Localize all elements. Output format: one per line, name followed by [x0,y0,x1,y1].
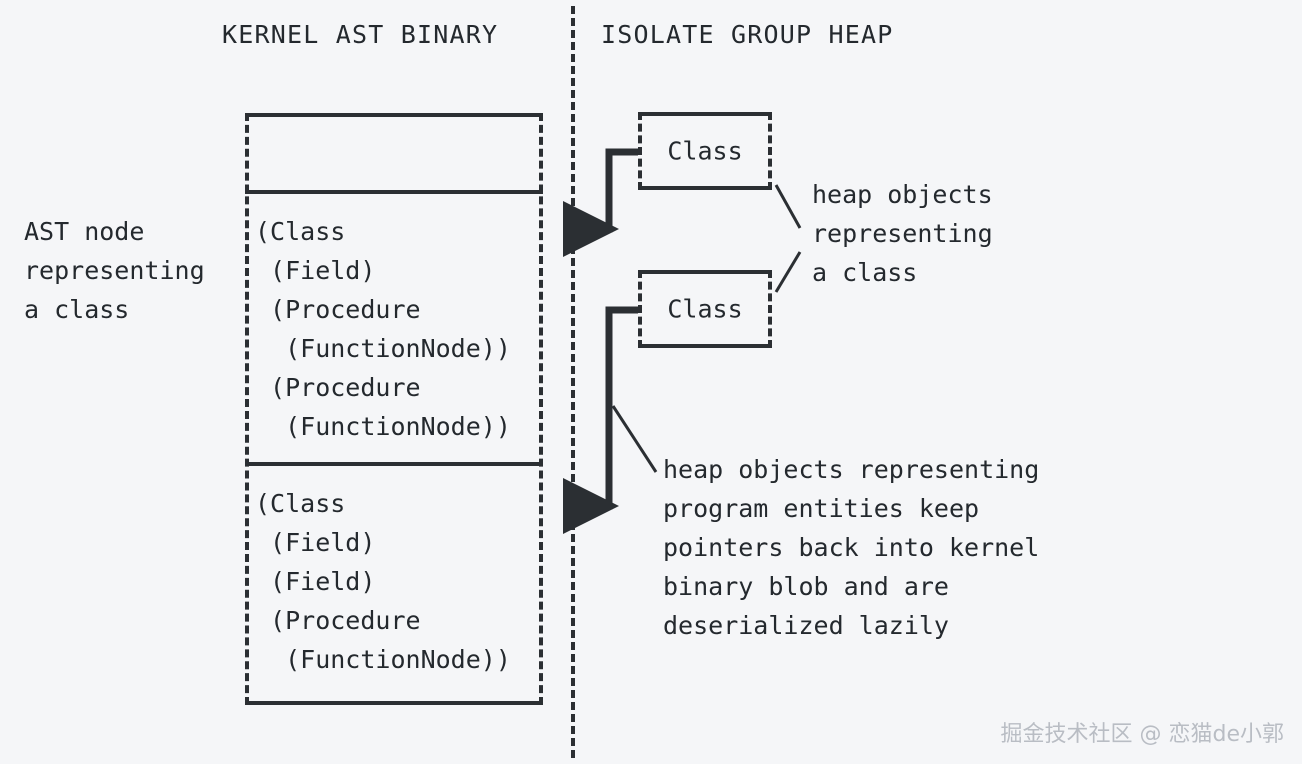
annotation-heap-objects-representing-a-class: heap objects representing a class [812,180,993,287]
ast-node-class-2: (Class (Field) (Field) (Procedure (Funct… [255,489,511,674]
column-header-isolate-group-heap: ISOLATE GROUP HEAP [601,20,894,49]
heap-class-box-2-label: Class [667,294,743,324]
heap-class-box-2: Class [638,270,772,348]
blob-right-rail [539,113,543,705]
watermark: 掘金技术社区 @ 恋猫de小郭 [1000,722,1285,747]
column-header-kernel-ast-binary: KERNEL AST BINARY [222,20,499,49]
heap-class-box-1-label: Class [667,136,743,166]
blob-left-rail [245,113,249,705]
ast-node-caption: AST node representing a class [24,217,205,324]
ast-node-class-1: (Class (Field) (Procedure (FunctionNode)… [255,217,511,441]
column-divider [571,6,575,758]
heap-class-box-1: Class [638,112,772,190]
annotation-brace-upper [774,184,802,229]
blob-bottom-border [245,701,543,705]
annotation-pointers-back-into-kernel: heap objects representing program entiti… [663,455,1040,640]
annotation-brace-lower [774,251,802,293]
annotation-leader-bottom [611,405,658,473]
kernel-binary-blob: (Class (Field) (Procedure (FunctionNode)… [245,113,543,705]
blob-top-border [245,113,543,117]
blob-separator-2 [245,462,543,466]
blob-separator-1 [245,190,543,194]
